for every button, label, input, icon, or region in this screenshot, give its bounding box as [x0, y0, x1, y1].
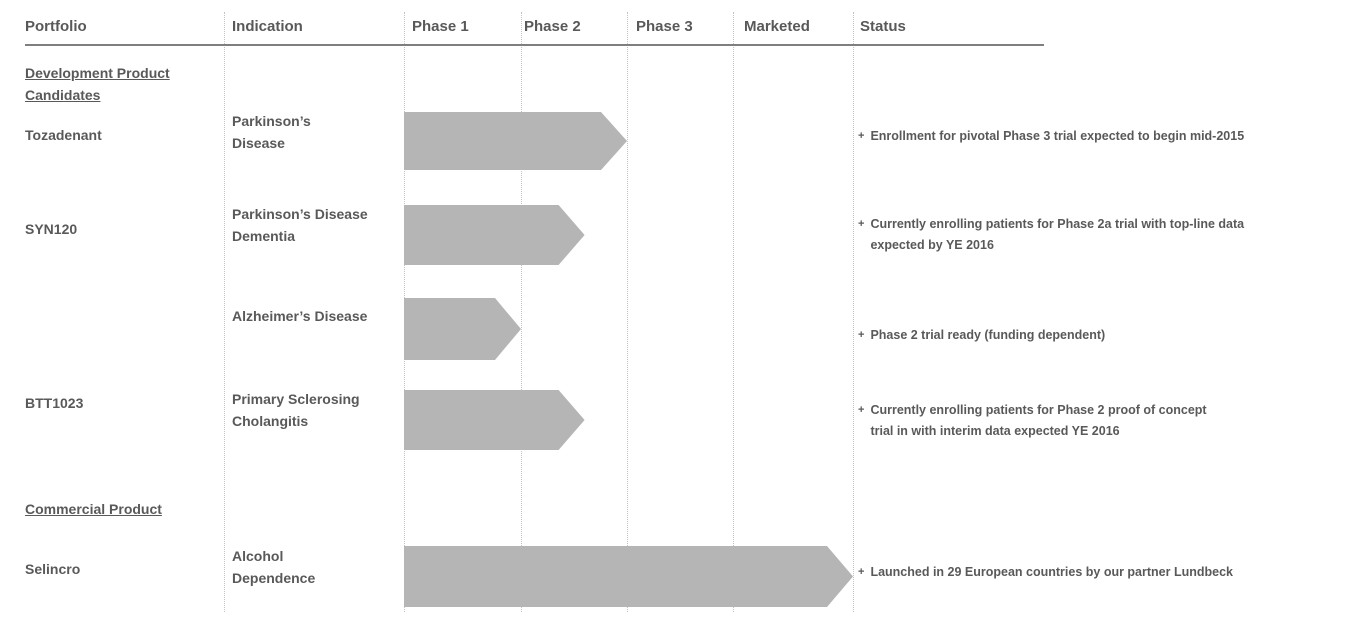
indication-label: Alzheimer’s Disease	[232, 308, 368, 324]
column-header-phase1: Phase 1	[412, 18, 469, 35]
status-bullet-icon: +	[858, 329, 865, 341]
status-text: Phase 2 trial ready (funding dependent)	[870, 328, 1106, 342]
status-bullet-icon: +	[858, 566, 865, 578]
status-bullet-icon: +	[858, 218, 865, 230]
status-note: + Launched in 29 European countries by o…	[858, 562, 1370, 583]
phase-progress-arrow	[404, 546, 853, 607]
column-header-marketed: Marketed	[744, 18, 810, 35]
column-divider	[733, 12, 734, 612]
phase-progress-arrow	[404, 205, 585, 265]
column-header-phase2: Phase 2	[524, 18, 581, 35]
status-text: Currently enrolling patients for Phase 2…	[870, 403, 1207, 438]
column-divider	[627, 12, 628, 612]
status-text: Enrollment for pivotal Phase 3 trial exp…	[870, 129, 1245, 143]
header-rule	[25, 44, 1044, 46]
portfolio-name: Selincro	[25, 561, 81, 577]
column-divider	[853, 12, 854, 612]
indication-label: Parkinson’s Disease	[232, 113, 311, 151]
status-text: Launched in 29 European countries by our…	[870, 565, 1233, 579]
phase-progress-arrow	[404, 298, 521, 360]
section-heading-commercial: Commercial Product	[25, 501, 162, 517]
indication-label: Parkinson’s Disease Dementia	[232, 206, 368, 244]
status-text: Currently enrolling patients for Phase 2…	[870, 217, 1245, 252]
column-divider	[224, 12, 225, 612]
column-divider	[521, 12, 522, 612]
phase-progress-arrow	[404, 390, 585, 450]
portfolio-name: BTT1023	[25, 395, 84, 411]
column-header-portfolio: Portfolio	[25, 18, 87, 35]
column-header-phase3: Phase 3	[636, 18, 693, 35]
column-header-status: Status	[860, 18, 906, 35]
status-bullet-icon: +	[858, 130, 865, 142]
portfolio-name: Tozadenant	[25, 127, 102, 143]
status-bullet-icon: +	[858, 404, 865, 416]
phase-progress-arrow	[404, 112, 627, 170]
portfolio-name: SYN120	[25, 221, 78, 237]
indication-label: Alcohol Dependence	[232, 548, 316, 586]
status-note: + Enrollment for pivotal Phase 3 trial e…	[858, 126, 1370, 147]
status-note: + Currently enrolling patients for Phase…	[858, 400, 1370, 442]
section-heading-development: Development Product Candidates	[25, 65, 170, 103]
column-header-indication: Indication	[232, 18, 303, 35]
indication-label: Primary Sclerosing Cholangitis	[232, 391, 360, 429]
status-note: + Currently enrolling patients for Phase…	[858, 214, 1370, 256]
status-note: + Phase 2 trial ready (funding dependent…	[858, 325, 1370, 346]
